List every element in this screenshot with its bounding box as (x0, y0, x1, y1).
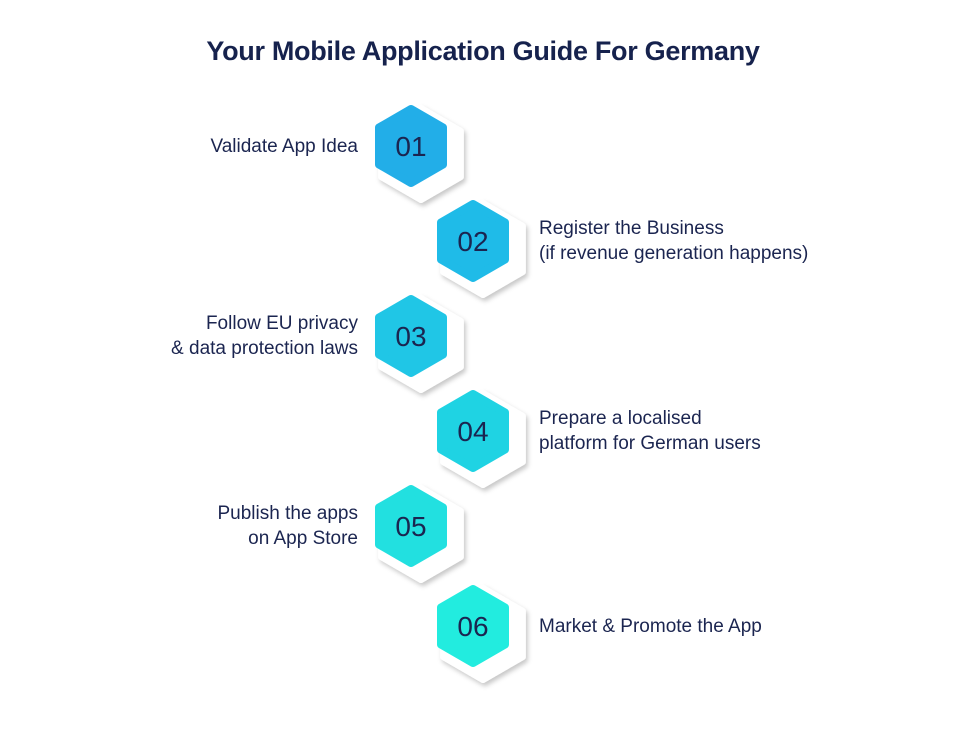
step-label-line: platform for German users (539, 433, 761, 454)
step-hexagon-05: 05 (375, 485, 464, 583)
step-label-01: Validate App Idea (210, 134, 358, 159)
step-label-03: Follow EU privacy & data protection laws (171, 311, 358, 361)
hexagon-badge (437, 585, 509, 667)
step-number: 03 (395, 321, 426, 352)
step-label-05: Publish the apps on App Store (218, 501, 359, 551)
hexagon-badge (437, 200, 509, 282)
step-label-line: Prepare a localised (539, 408, 702, 429)
step-label-02: Register the Business (if revenue generat… (539, 216, 808, 266)
step-label-line: Validate App Idea (210, 135, 358, 157)
step-label-line: Publish the apps (217, 503, 359, 524)
step-label-line: Register the Business (539, 218, 724, 239)
step-number: 02 (457, 226, 488, 257)
step-hexagon-03: 03 (375, 295, 464, 393)
hexagon-badge (437, 390, 509, 472)
step-number: 01 (395, 131, 426, 162)
step-label-line: Follow EU privacy (205, 313, 358, 334)
page-title: Your Mobile Application Guide For German… (206, 36, 760, 66)
step-hexagon-02: 02 (437, 200, 526, 298)
step-number: 05 (395, 511, 426, 542)
hexagon-badge (375, 105, 447, 187)
step-hexagon-06: 06 (437, 585, 526, 683)
step-label-line: & data protection laws (171, 338, 358, 359)
step-label-04: Prepare a localised platform for German u… (539, 406, 761, 456)
step-label-line: Market & Promote the App (539, 615, 762, 637)
step-label-line: on App Store (248, 528, 358, 549)
step-label-06: Market & Promote the App (539, 614, 762, 639)
step-number: 06 (457, 611, 488, 642)
hexagon-badge (375, 485, 447, 567)
step-label-line: (if revenue generation happens) (539, 243, 809, 264)
step-hexagon-01: 01 (375, 105, 464, 203)
hexagon-badge (375, 295, 447, 377)
step-number: 04 (457, 416, 488, 447)
step-hexagon-04: 04 (437, 390, 526, 488)
